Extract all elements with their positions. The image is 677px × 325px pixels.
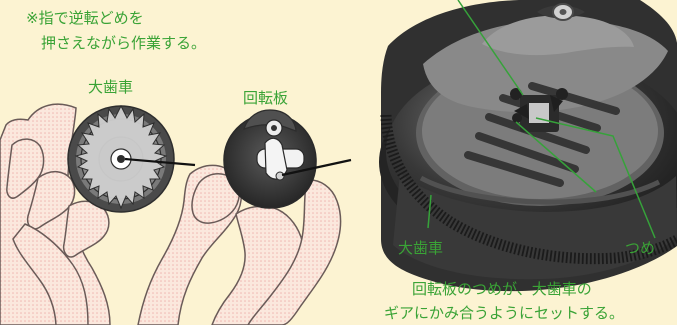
caption-line-1: 回転板のつめが、大歯車の — [412, 280, 592, 298]
instruction-line-2: 押さえながら作業する。 — [41, 34, 207, 52]
big-gear-illustration — [67, 104, 175, 213]
leader-line-big-gear — [427, 194, 432, 229]
rotating-plate-illustration — [223, 109, 317, 209]
left-big-gear-label: 大歯車 — [88, 78, 134, 96]
left-rotating-plate-label: 回転板 — [243, 89, 289, 107]
left-plate-pointer-line — [281, 158, 352, 177]
leader-line-top — [457, 0, 524, 96]
caption-line-2: ギアにかみ合うようにセットする。 — [384, 304, 625, 322]
left-hand-illustration — [0, 103, 111, 325]
leader-line-claw — [535, 117, 656, 239]
right-big-gear-label: 大歯車 — [398, 239, 444, 257]
instruction-line-1: ※指で逆転どめを — [26, 9, 144, 27]
left-pointer-line — [124, 157, 196, 167]
right-claw-label: つめ — [625, 239, 656, 257]
right-hand-illustration — [137, 164, 342, 325]
leader-line-gear-center — [515, 121, 597, 193]
gear-photo — [379, 0, 677, 292]
